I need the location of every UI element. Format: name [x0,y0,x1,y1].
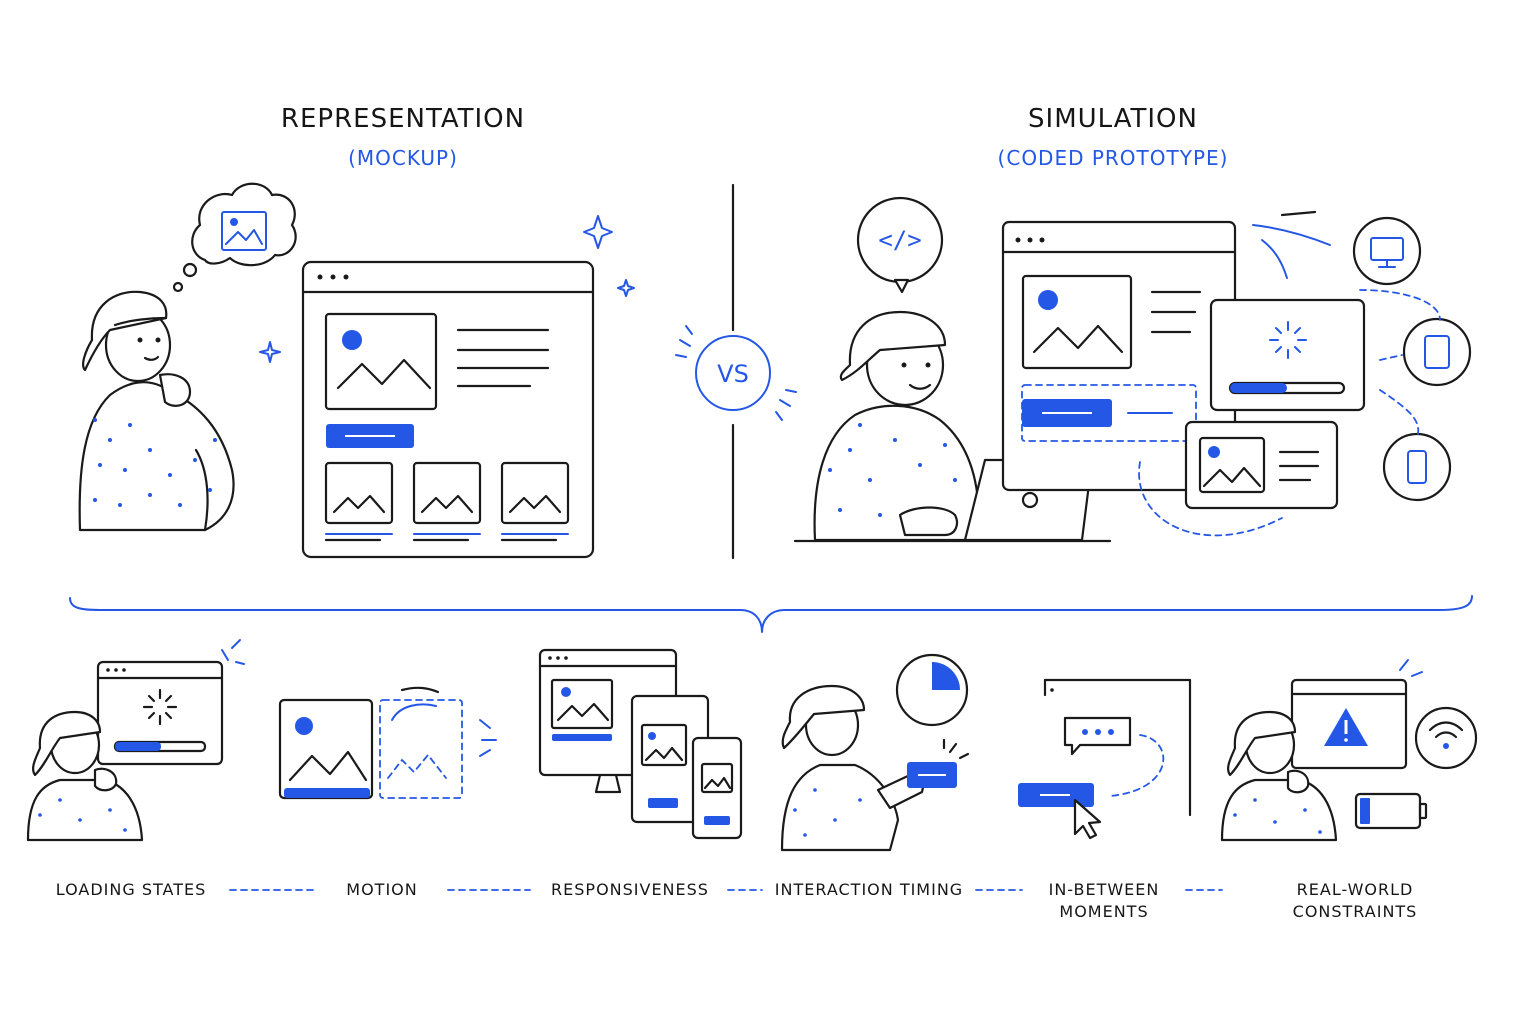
tablet-device-icon [1402,317,1472,387]
representation-title: REPRESENTATION [280,104,526,134]
hoodie-pattern [93,418,217,507]
simulation-heading: SIMULATION (CODED PROTOTYPE) [963,104,1263,170]
mockup-browser-window [301,260,595,559]
caption-loading-states: LOADING STATES [55,880,207,899]
card-panel [1184,420,1339,510]
caption-motion: MOTION [346,880,418,899]
thinking-person-left [78,290,235,532]
vs-badge [675,325,797,421]
phone-device-icon [1382,432,1452,502]
mockup-subtitle: (MOCKUP) [348,146,458,170]
vs-label: VS [717,360,749,388]
motion-arc [1252,224,1331,246]
caption-real-world-constraints: REAL-WORLD CONSTRAINTS [1292,880,1418,921]
motion-illustration [278,686,497,800]
desktop-device-icon [1352,216,1422,286]
grouping-brace [69,595,1473,633]
interaction-timing-illustration [780,653,970,852]
coding-person [813,310,980,542]
representation-heading: REPRESENTATION (MOCKUP) [253,104,553,170]
sparkle-icons [259,215,635,363]
simulation-title: SIMULATION [1028,104,1198,134]
loading-states-illustration [26,639,245,842]
prototype-browser-window [1001,220,1237,492]
thought-cloud [172,182,297,293]
coded-prototype-subtitle: (CODED PROTOTYPE) [997,146,1229,170]
in-between-moments-illustration [1018,678,1192,840]
loading-progress-bar [1230,383,1287,393]
loading-panel [1209,298,1366,412]
caption-interaction-timing: INTERACTION TIMING [774,880,964,899]
code-speech-bubble [856,196,944,294]
code-icon: </> [878,226,921,254]
real-world-constraints-illustration [1220,659,1478,842]
responsiveness-illustration [538,648,743,840]
caption-in-between-moments: IN-BETWEEN MOMENTS [1048,880,1160,921]
caption-responsiveness: RESPONSIVENESS [551,880,709,899]
